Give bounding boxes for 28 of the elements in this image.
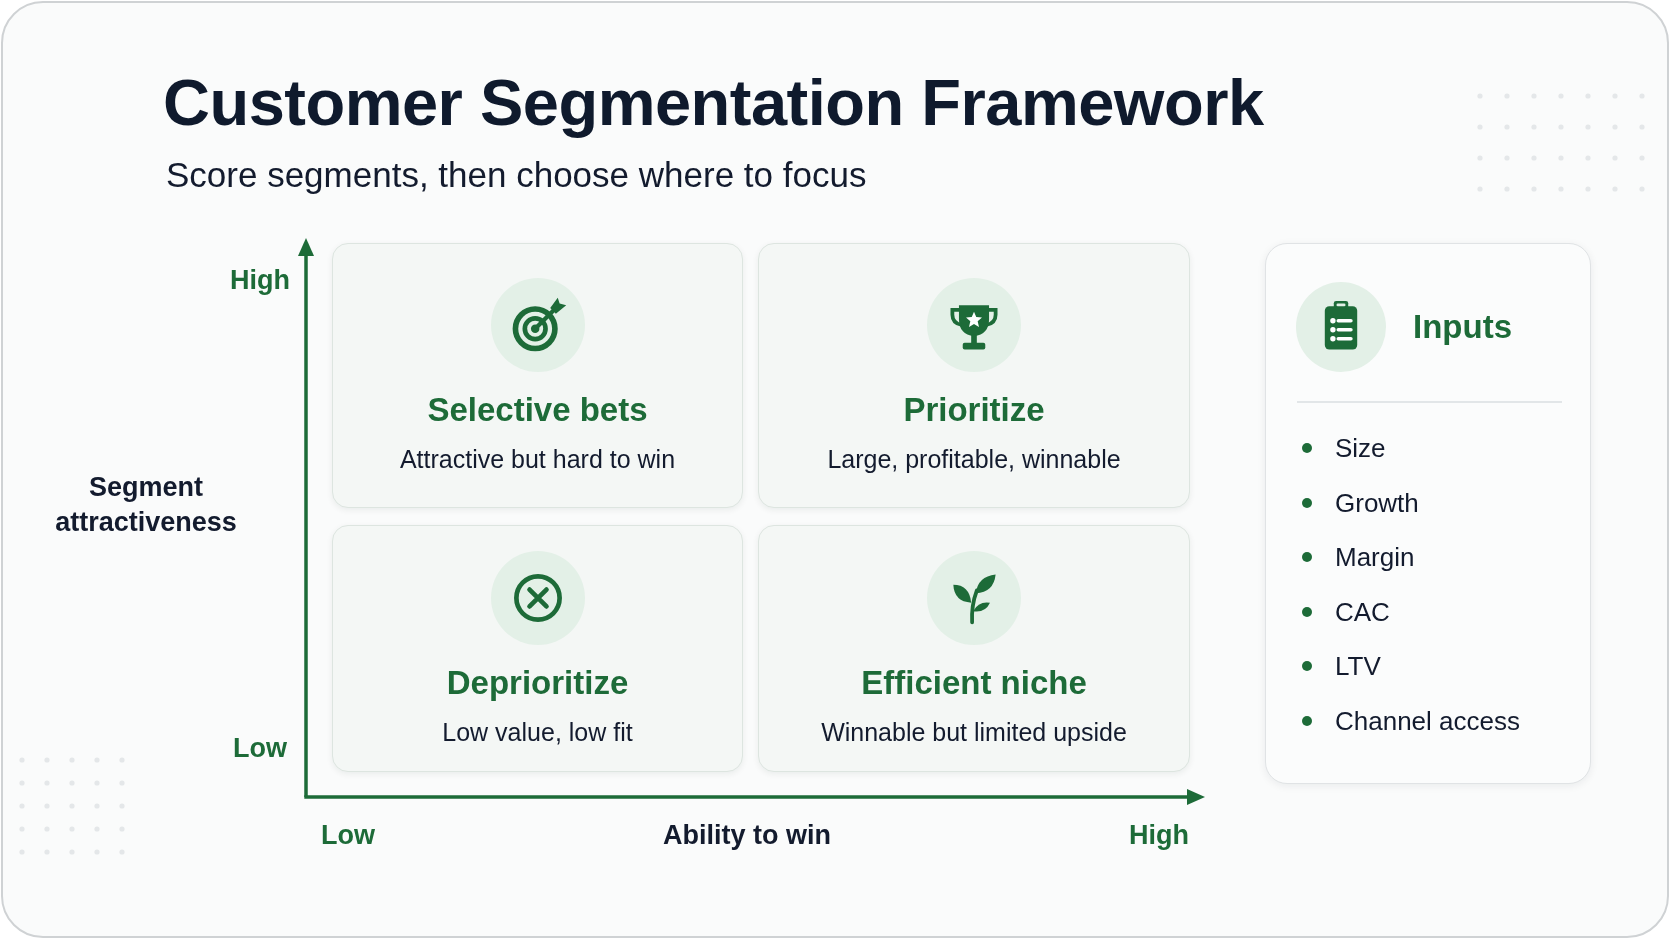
quadrant-heading: Efficient niche [861, 662, 1087, 703]
quadrant-heading: Prioritize [903, 389, 1045, 430]
quadrant-description: Attractive but hard to win [399, 443, 676, 474]
list-item: Margin [1335, 541, 1415, 573]
inputs-panel [1265, 243, 1591, 784]
list-item: Growth [1335, 487, 1419, 519]
quadrant-card [332, 525, 743, 772]
quadrant-card [332, 243, 743, 508]
panel-heading: Inputs [1413, 308, 1512, 346]
quadrant-card [758, 525, 1190, 772]
list-item: LTV [1335, 650, 1381, 682]
list-item: Size [1335, 432, 1386, 464]
axis-label: Low [233, 732, 287, 764]
axis-label: High [1129, 819, 1189, 851]
axis-title: Ability to win [663, 819, 831, 851]
list-item: CAC [1335, 596, 1390, 628]
axis-title: Segment attractiveness [55, 470, 237, 539]
quadrant-description: Winnable but limited upside [821, 716, 1127, 747]
axis-label: Low [321, 819, 375, 851]
quadrant-heading: Selective bets [427, 389, 648, 430]
quadrant-description: Low value, low fit [442, 716, 633, 747]
title: Customer Segmentation Framework [163, 64, 1264, 140]
subtitle: Score segments, then choose where to focus [166, 155, 867, 195]
quadrant-description: Large, profitable, winnable [827, 443, 1121, 474]
list-item: Channel access [1335, 705, 1520, 737]
quadrant-heading: Deprioritize [446, 662, 629, 703]
quadrant-card [758, 243, 1190, 508]
axis-label: High [230, 264, 290, 296]
